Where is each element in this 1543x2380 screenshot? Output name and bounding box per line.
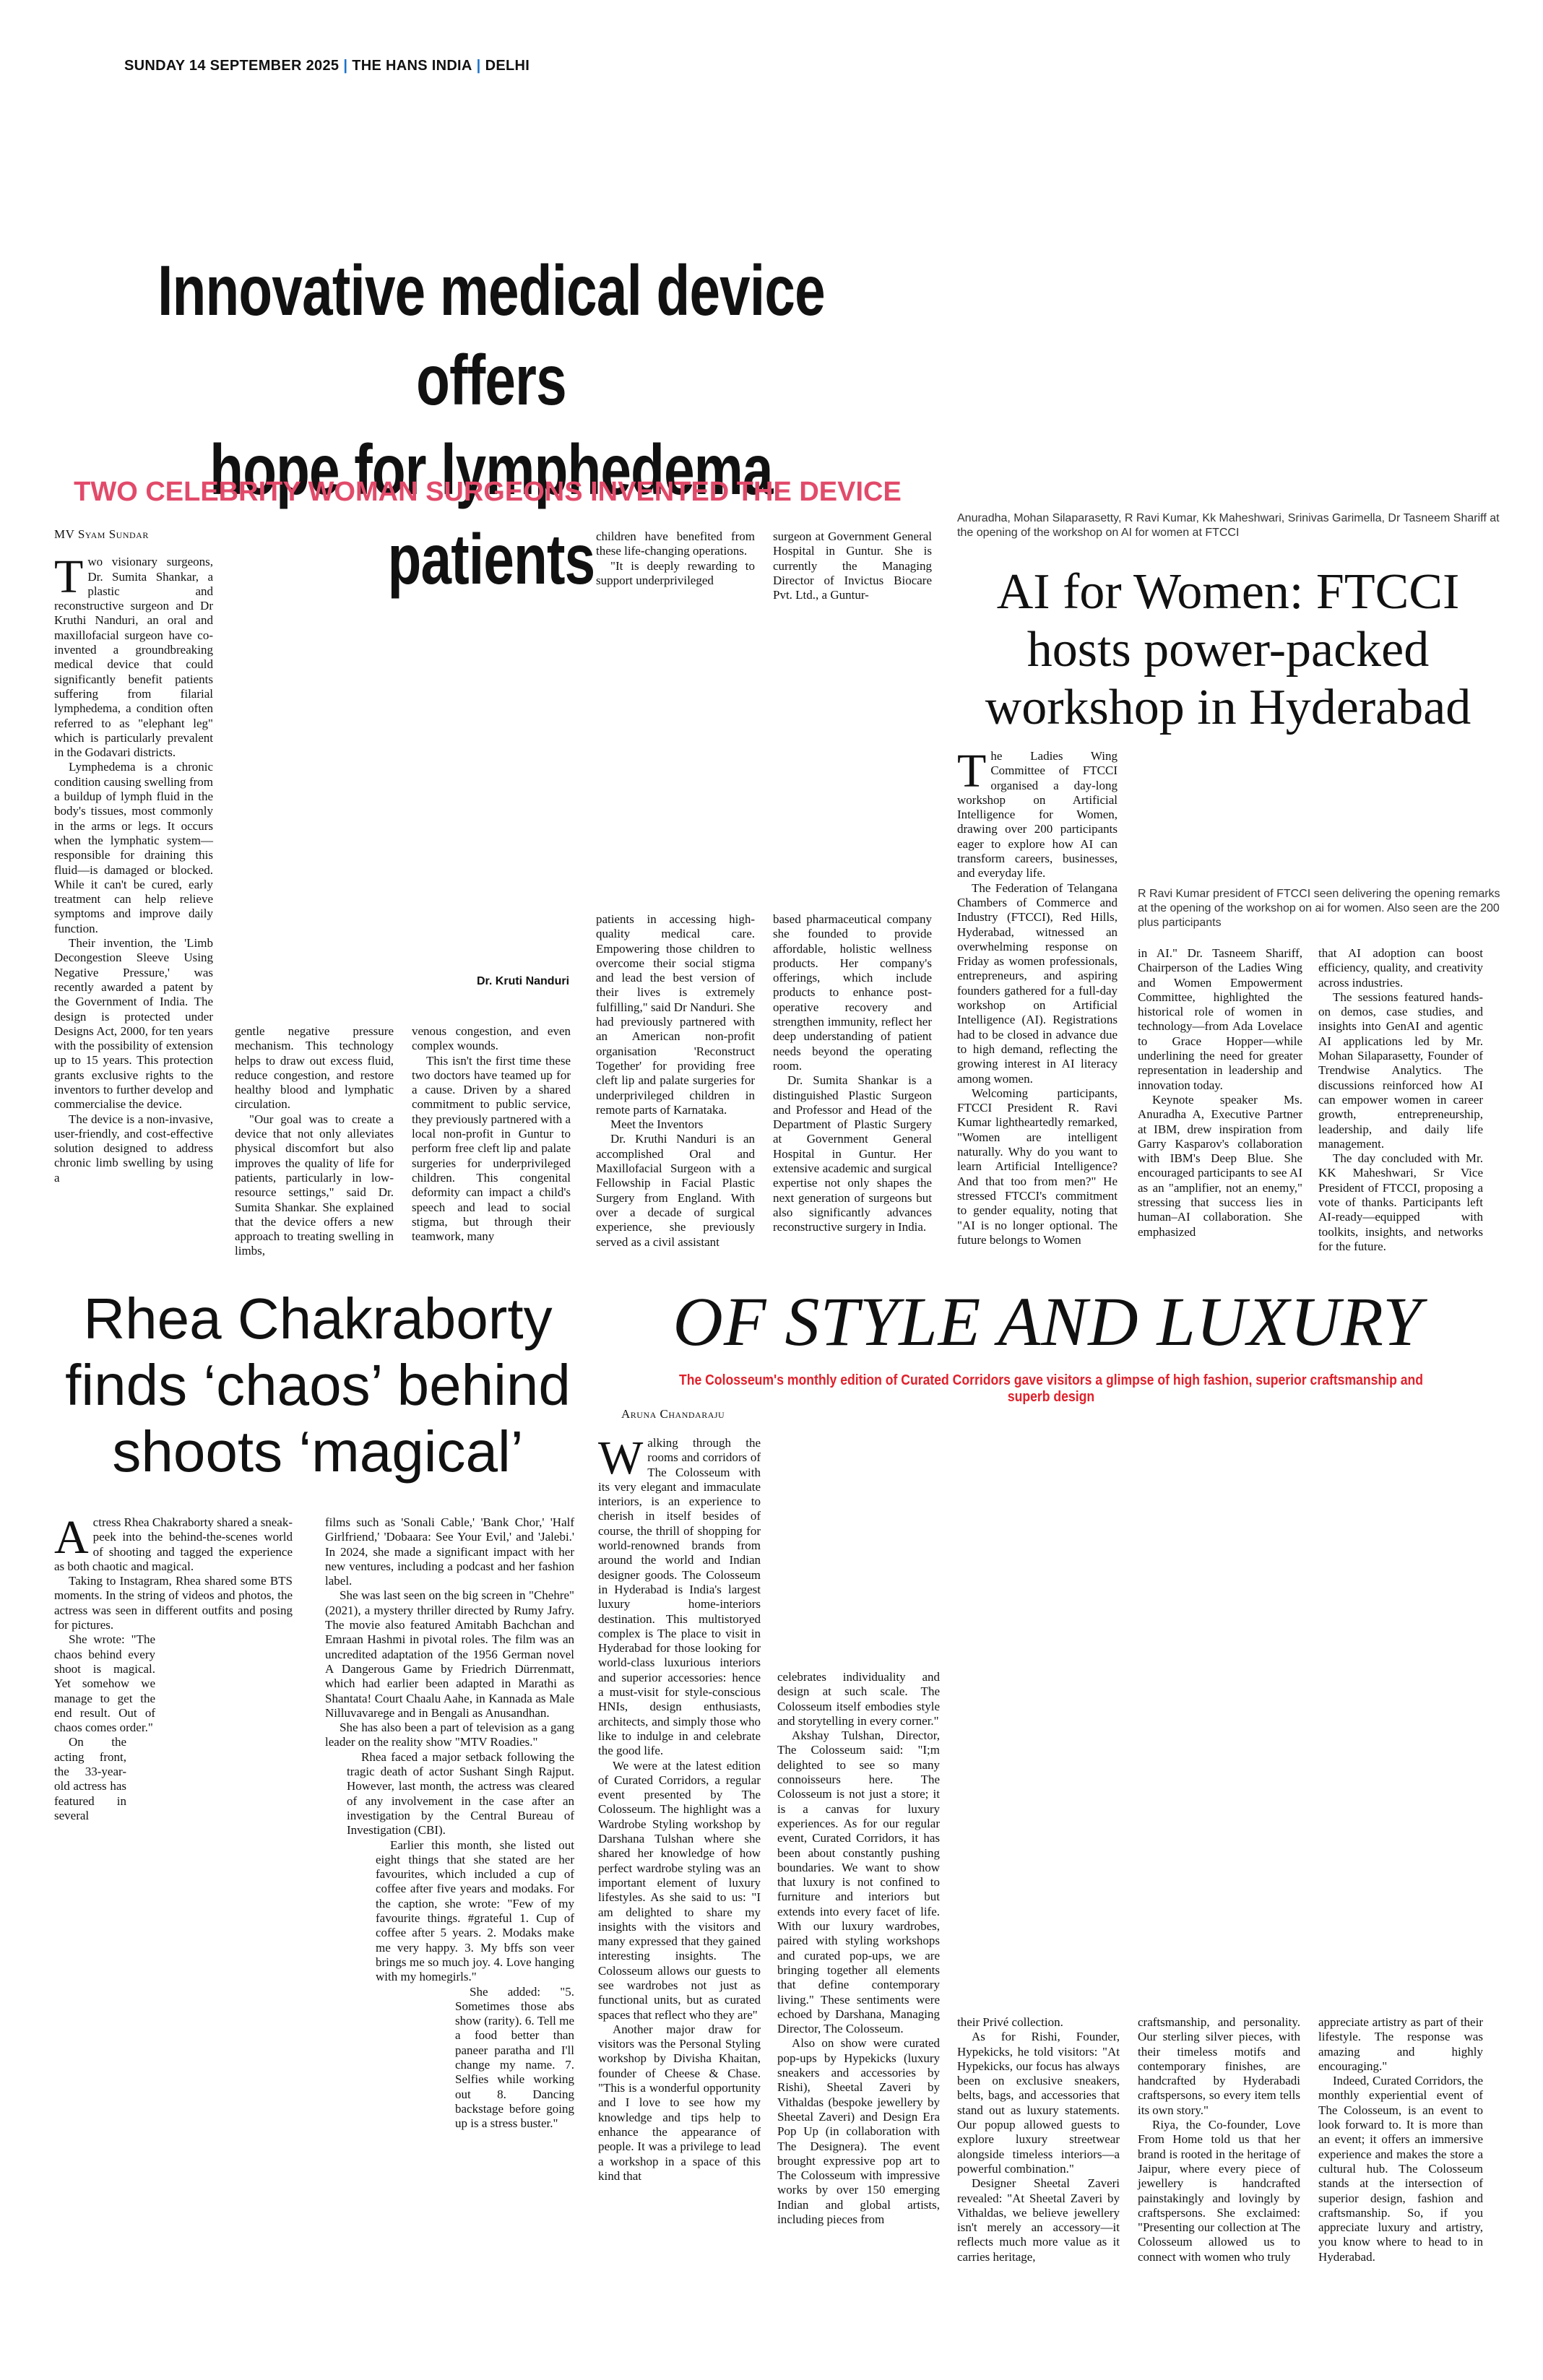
- page-header: SUNDAY 14 SEPTEMBER 2025|THE HANS INDIA|…: [124, 58, 530, 74]
- drop-cap: W: [598, 1432, 644, 1484]
- byline: Aruna Chandaraju: [621, 1407, 725, 1421]
- lymphedema-column-5-top: surgeon at Government General Hospital i…: [773, 529, 932, 602]
- ftcci-column-3: that AI adoption can boost efficiency, q…: [1318, 946, 1483, 1253]
- photo-caption: R Ravi Kumar president of FTCCI seen del…: [1138, 888, 1500, 929]
- rhea-headline: Rhea Chakraborty finds ‘chaos’ behind sh…: [65, 1286, 571, 1484]
- byline: MV Syam Sundar: [54, 527, 149, 541]
- photo-credit: Dr. Kruti Nanduri: [477, 975, 570, 987]
- style-luxury-headline: OF STYLE AND LUXURY: [673, 1283, 1422, 1360]
- lymphedema-column-4-top: children have benefited from these life-…: [596, 529, 755, 587]
- header-edition: DELHI: [485, 58, 530, 74]
- lymphedema-subhead: TWO CELEBRITY WOMAN SURGEONS INVENTED TH…: [74, 477, 902, 507]
- style-column-3: their Privé collection. As for Rishi, Fo…: [957, 2015, 1120, 2264]
- drop-cap: T: [957, 745, 987, 797]
- style-column-5: appreciate artistry as part of their lif…: [1318, 2015, 1483, 2264]
- ftcci-column-2: in AI." Dr. Tasneem Shariff, Chairperson…: [1138, 946, 1302, 1239]
- lymphedema-column-3: venous congestion, and even complex woun…: [412, 1024, 571, 1244]
- lymphedema-column-2: gentle negative pressure mechanism. This…: [235, 1024, 394, 1258]
- rhea-column-2: films such as 'Sonali Cable,' 'Bank Chor…: [325, 1515, 574, 2131]
- header-separator: |: [343, 58, 348, 74]
- lymphedema-headline: Innovative medical device offers hope fo…: [157, 251, 825, 599]
- lymphedema-column-4-bottom: patients in accessing high-quality medic…: [596, 912, 755, 1249]
- drop-cap: T: [54, 550, 84, 604]
- photo-caption: Anuradha, Mohan Silaparasetty, R Ravi Ku…: [957, 512, 1500, 539]
- style-luxury-subhead: The Colosseum's monthly edition of Curat…: [678, 1372, 1424, 1405]
- header-separator: |: [476, 58, 481, 74]
- style-column-4: craftsmanship, and personality. Our ster…: [1138, 2015, 1300, 2264]
- drop-cap: A: [54, 1511, 89, 1564]
- style-column-2: celebrates individuality and design at s…: [777, 1670, 940, 2226]
- ftcci-headline: AI for Women: FTCCI hosts power-packed w…: [985, 564, 1471, 735]
- lymphedema-column-5-bottom: based pharmaceutical company she founded…: [773, 912, 932, 1234]
- header-paper-name: THE HANS INDIA: [352, 58, 472, 74]
- header-date: SUNDAY 14 SEPTEMBER 2025: [124, 58, 340, 74]
